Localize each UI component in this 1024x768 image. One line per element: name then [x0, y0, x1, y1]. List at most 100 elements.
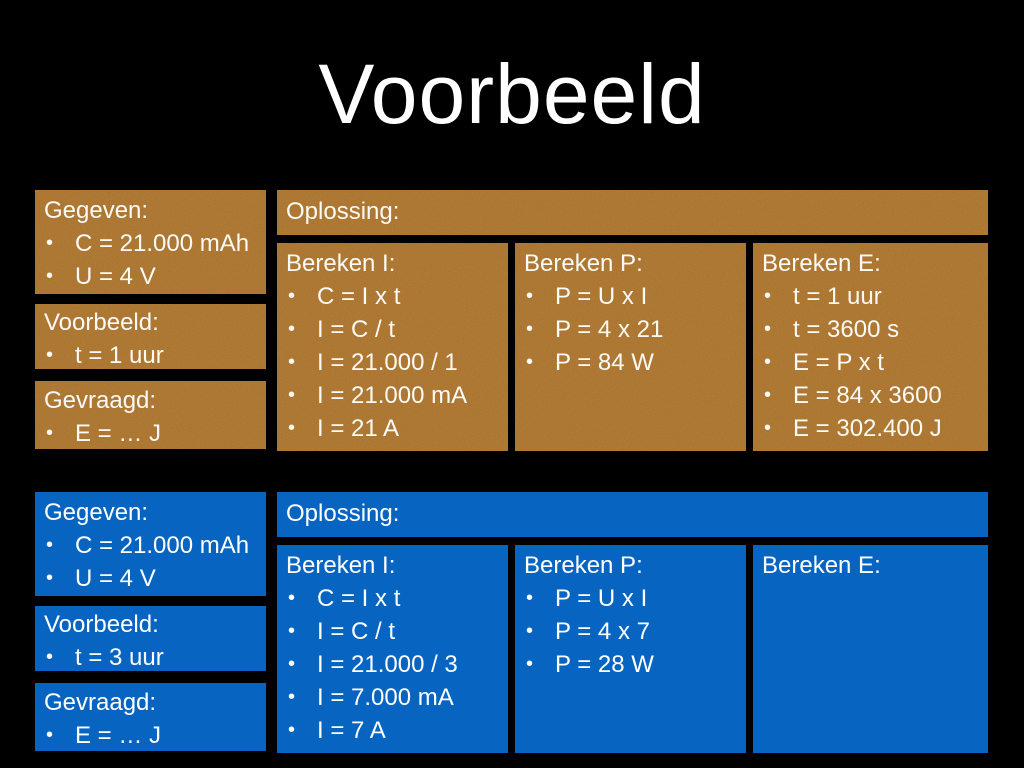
- bullet-item: • C = I x t: [286, 582, 499, 615]
- bullet-item: • t = 3600 s: [762, 313, 979, 346]
- bullet-item: •E = … J: [44, 719, 257, 751]
- given-box: Gegeven: • C = 21.000 mAh • U = 4 V: [35, 492, 266, 596]
- bullet-icon: •: [288, 417, 296, 439]
- calc-current-box: Bereken I: • C = I x t • I = C / t • I = 21.0…: [277, 545, 508, 753]
- bullet-text: C = 21.000 mAh: [75, 230, 250, 257]
- bullet-text: I = 7 A: [317, 717, 386, 744]
- asked-list: •E = … J: [44, 417, 257, 449]
- bullet-icon: •: [764, 384, 772, 406]
- asked-heading: Gevraagd:: [44, 689, 157, 716]
- bullet-item: • I = 21.000 / 3: [286, 648, 499, 681]
- bullet-icon: •: [526, 318, 534, 340]
- calc-power-list: •P = U x I•P = 4 x 21•P = 84 W: [524, 280, 737, 379]
- bullet-item: • I = 21 A: [286, 412, 499, 445]
- calc-current-heading: Bereken I:: [286, 250, 396, 277]
- bullet-item: • C = I x t: [286, 280, 499, 313]
- asked-heading: Gevraagd:: [44, 387, 157, 414]
- given-heading: Gegeven:: [44, 499, 149, 526]
- calc-energy-box: Bereken E:: [753, 545, 988, 753]
- calc-current-list: •C = I x t•I = C / t•I = 21.000 / 1•I = …: [286, 280, 499, 445]
- example-box: Voorbeeld: •t = 3 uur: [35, 606, 266, 671]
- bullet-text: t = 3600 s: [793, 316, 900, 343]
- bullet-icon: •: [46, 724, 54, 746]
- bullet-item: • t = 3 uur: [44, 641, 257, 671]
- slide-title: Voorbeeld: [318, 47, 706, 141]
- given-box: Gegeven: •C = 21.000 mAh•U = 4 V: [35, 190, 266, 294]
- bullet-text: I = 21.000 / 1: [317, 349, 458, 376]
- calc-power-box: Bereken P: •P = U x I•P = 4 x 21•P = 84 …: [515, 243, 746, 451]
- bullet-icon: •: [288, 384, 296, 406]
- bullet-text: C = 21.000 mAh: [75, 532, 250, 559]
- calc-energy-list: •t = 1 uur•t = 3600 s•E = P x t•E = 84 x…: [762, 280, 979, 445]
- solution-header-bar: Oplossing:: [277, 492, 988, 537]
- bullet-text: t = 1 uur: [75, 342, 164, 369]
- bullet-icon: •: [526, 351, 534, 373]
- bullet-text: I = 21 A: [317, 415, 400, 442]
- asked-box: Gevraagd: •E = … J: [35, 683, 266, 751]
- bullet-text: I = C / t: [317, 316, 396, 343]
- bullet-icon: •: [764, 318, 772, 340]
- bullet-icon: •: [46, 646, 54, 668]
- calc-power-box: Bereken P: •P = U x I•P = 4 x 7•P = 28 W: [515, 545, 746, 753]
- bullet-text: U = 4 V: [75, 565, 156, 592]
- bullet-text: I = 21.000 / 3: [317, 651, 458, 678]
- bullet-text: t = 1 uur: [793, 283, 882, 310]
- example-box: Voorbeeld: •t = 1 uur: [35, 304, 266, 369]
- bullet-item: • C = 21.000 mAh: [44, 529, 257, 562]
- bullet-item: •P = U x I: [524, 582, 737, 615]
- calc-energy-box: Bereken E: •t = 1 uur•t = 3600 s•E = P x…: [753, 243, 988, 451]
- solution-heading: Oplossing:: [286, 500, 400, 527]
- bullet-icon: •: [526, 620, 534, 642]
- given-list: •C = 21.000 mAh•U = 4 V: [44, 227, 257, 293]
- bullet-item: • I = 7 A: [286, 714, 499, 747]
- bullet-text: U = 4 V: [75, 263, 156, 290]
- bullet-item: •t = 1 uur: [762, 280, 979, 313]
- bullet-icon: •: [288, 285, 296, 307]
- bullet-text: P = 28 W: [555, 651, 654, 678]
- bullet-icon: •: [288, 318, 296, 340]
- calc-power-list: •P = U x I•P = 4 x 7•P = 28 W: [524, 582, 737, 681]
- calc-energy-heading: Bereken E:: [762, 552, 881, 579]
- bullet-icon: •: [764, 351, 772, 373]
- bullet-text: E = … J: [75, 420, 162, 447]
- bullet-item: • P = 28 W: [524, 648, 737, 681]
- bullet-text: C = I x t: [317, 585, 401, 612]
- bullet-icon: •: [46, 567, 54, 589]
- bullet-text: P = 4 x 7: [555, 618, 650, 645]
- bullet-text: E = P x t: [793, 349, 884, 376]
- bullet-icon: •: [46, 265, 54, 287]
- bullet-icon: •: [526, 587, 534, 609]
- calc-current-heading: Bereken I:: [286, 552, 396, 579]
- bullet-text: P = U x I: [555, 283, 648, 310]
- bullet-text: P = 4 x 21: [555, 316, 664, 343]
- bullet-item: •P = U x I: [524, 280, 737, 313]
- asked-list: •E = … J: [44, 719, 257, 751]
- bullet-icon: •: [46, 534, 54, 556]
- bullet-item: •I = 7.000 mA: [286, 681, 499, 714]
- bullet-text: I = C / t: [317, 618, 396, 645]
- example-list: • t = 3 uur: [44, 641, 257, 671]
- bullet-text: I = 7.000 mA: [317, 684, 454, 711]
- calc-current-list: • C = I x t • I = C / t • I = 21.000 / 3 •I = …: [286, 582, 499, 747]
- solution-header-bar: Oplossing:: [277, 190, 988, 235]
- section-example-2-blue: Gegeven: •C = 21.000 mAh•U = 4 V Voorbee…: [0, 492, 1024, 753]
- bullet-text: C = I x t: [317, 283, 401, 310]
- solution-heading: Oplossing:: [286, 198, 400, 225]
- given-heading: Gegeven:: [44, 197, 149, 224]
- bullet-text: I = 21.000 mA: [317, 382, 468, 409]
- bullet-icon: •: [288, 653, 296, 675]
- calc-power-heading: Bereken P:: [524, 552, 643, 579]
- bullet-item: • P = 4 x 7: [524, 615, 737, 648]
- bullet-icon: •: [288, 719, 296, 741]
- bullet-icon: •: [46, 344, 54, 366]
- bullet-item: • I = C / t: [286, 313, 499, 346]
- bullet-item: •P = 84 W: [524, 346, 737, 379]
- bullet-text: t = 3 uur: [75, 644, 164, 671]
- bullet-item: •I = 21.000 / 1: [286, 346, 499, 379]
- bullet-icon: •: [526, 653, 534, 675]
- bullet-icon: •: [288, 587, 296, 609]
- bullet-item: • E = P x t: [762, 346, 979, 379]
- calc-energy-heading: Bereken E:: [762, 250, 881, 277]
- section-example-1-orange: Gegeven: •C = 21.000 mAh•U = 4 V Voorbee…: [0, 190, 1024, 451]
